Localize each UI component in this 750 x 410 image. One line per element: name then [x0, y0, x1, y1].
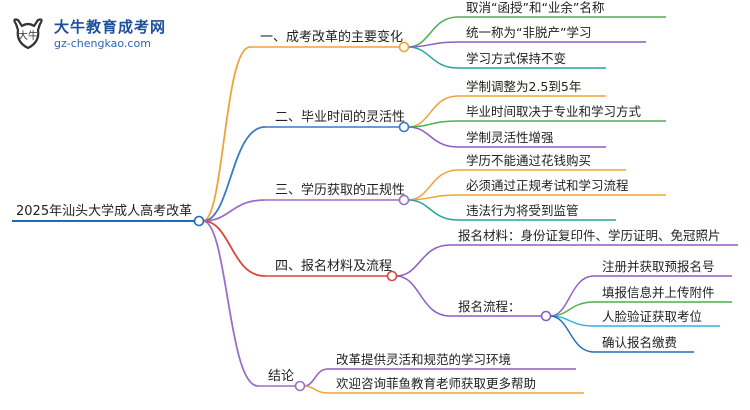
- leaf-label: 违法行为将受到监管: [466, 203, 579, 218]
- leaf-label: 学历不能通过花钱购买: [466, 153, 591, 168]
- leaf-connector: [303, 385, 329, 394]
- logo-seal: 大牛: [18, 29, 38, 42]
- leaf-connector: [407, 199, 459, 221]
- branch-label: 一、成考改革的主要变化: [260, 29, 403, 45]
- leaf-connector: [395, 244, 451, 277]
- leaf-label: 欢迎咨询菲鱼教育老师获取更多帮助: [336, 376, 536, 391]
- sub-connector: [549, 275, 595, 317]
- connector-lines: [12, 16, 738, 394]
- branch-connector: [202, 46, 251, 222]
- leaf-label: 统一称为“非脱产”学习: [466, 25, 591, 40]
- branch-connector: [202, 126, 266, 222]
- root-toggle[interactable]: [193, 215, 205, 227]
- logo-name: 大牛教育成考网: [54, 18, 167, 36]
- leaf-label: 学制调整为2.5到5年: [466, 79, 581, 94]
- branch-toggle[interactable]: [294, 380, 306, 392]
- leaf-label: 改革提供灵活和规范的学习环境: [336, 352, 511, 367]
- sub-leaf-label: 确认报名缴费: [602, 335, 677, 350]
- sub-leaf-label: 填报信息并上传附件: [602, 285, 715, 300]
- leaf-label: 报名材料：身份证复印件、学历证明、免冠照片: [458, 228, 721, 243]
- leaf-connector: [407, 46, 459, 69]
- leaf-connector: [407, 126, 459, 148]
- branch-label: 二、毕业时间的灵活性: [275, 109, 405, 125]
- leaf-connector: [303, 368, 329, 387]
- branch-toggle[interactable]: [398, 41, 410, 53]
- leaf-label: 学制灵活性增强: [466, 130, 554, 145]
- leaf-label: 毕业时间取决于专业和学习方式: [466, 104, 642, 119]
- branch-label: 结论: [268, 369, 294, 384]
- branch-label: 三、学历获取的正规性: [275, 182, 405, 198]
- root-label: 2025年汕头大学成人高考改革: [16, 203, 192, 219]
- branch-label: 四、报名材料及流程: [275, 258, 392, 274]
- branch-toggle[interactable]: [386, 270, 398, 282]
- subbranch-toggle[interactable]: [540, 310, 552, 322]
- branch-connector: [202, 199, 266, 222]
- site-logo: 大牛 大牛教育成考网 gz-chengkao.com: [8, 12, 178, 56]
- leaf-connector: [407, 120, 459, 128]
- branch-toggle[interactable]: [398, 121, 410, 133]
- branch-connector: [202, 220, 259, 387]
- leaf-label: 学习方式保持不变: [466, 51, 566, 66]
- logo-url: gz-chengkao.com: [54, 37, 151, 50]
- leaf-connector: [407, 194, 459, 201]
- leaf-label: 取消“函授”和“业余”名称: [466, 0, 604, 15]
- node-layer: 2025年汕头大学成人高考改革 一、成考改革的主要变化 取消“函授”和“业余”名称统…: [16, 0, 721, 392]
- leaf-label: 报名流程：: [458, 299, 521, 314]
- leaf-connector: [407, 95, 459, 128]
- ox-head-icon: 大牛: [13, 18, 43, 50]
- sub-connector: [549, 315, 595, 353]
- sub-leaf-label: 人脸验证获取考位: [602, 309, 702, 324]
- leaf-connector: [407, 41, 459, 48]
- sub-leaf-label: 注册并获取预报名号: [602, 259, 715, 274]
- leaf-label: 必须通过正规考试和学习流程: [466, 178, 629, 193]
- branch-connector: [202, 220, 266, 277]
- branch-toggle[interactable]: [398, 194, 410, 206]
- leaf-connector: [395, 275, 451, 317]
